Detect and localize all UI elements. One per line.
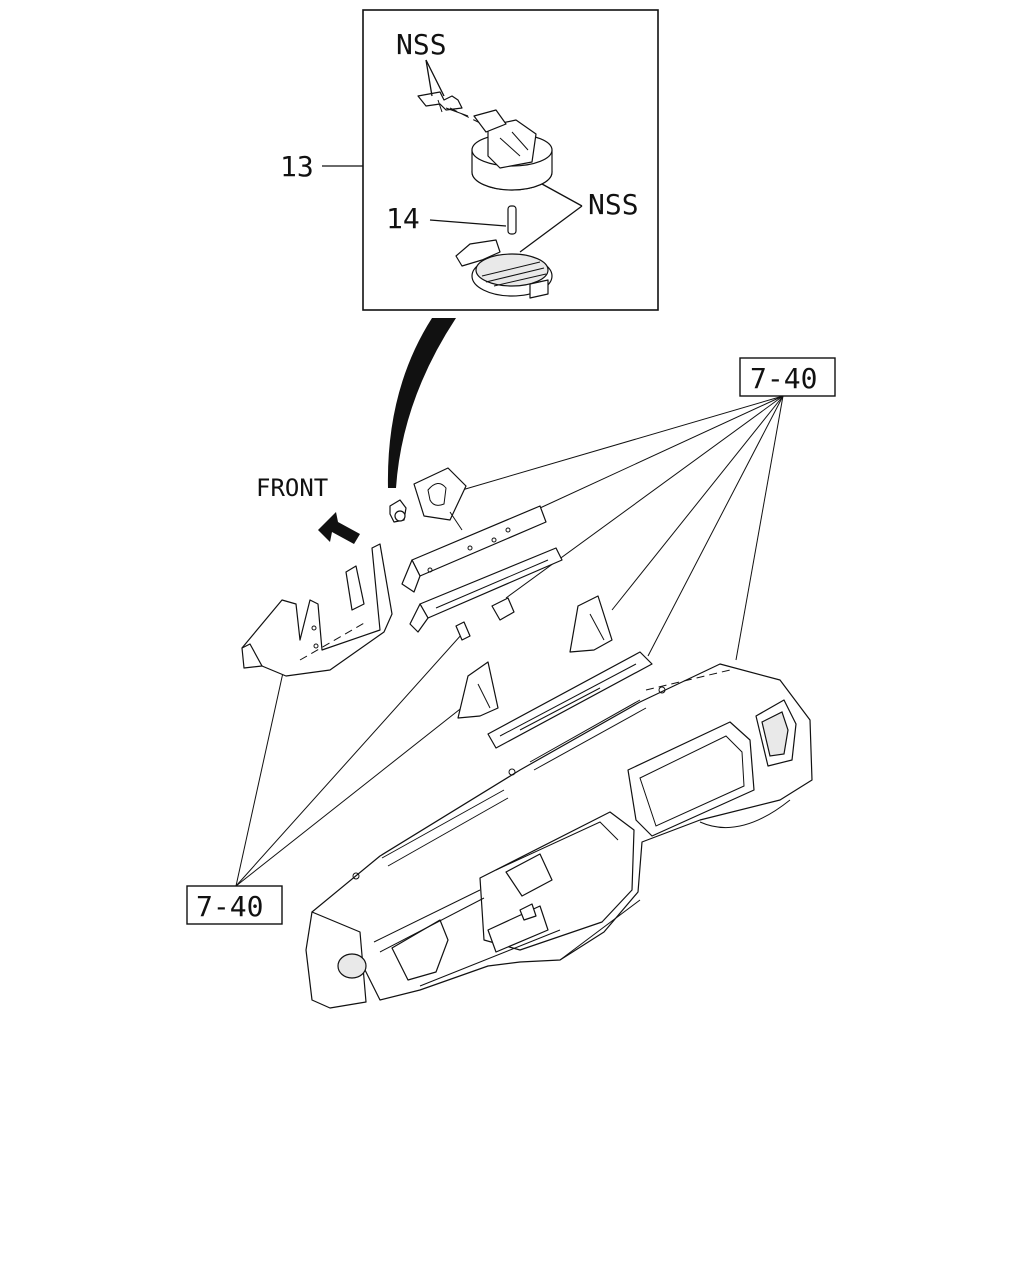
nss-clip-part xyxy=(417,91,483,125)
screw-part xyxy=(455,621,471,641)
svg-text:7-40: 7-40 xyxy=(196,890,263,923)
detail-inset: NSS 14 NSS xyxy=(362,9,659,311)
instrument-panel-part xyxy=(305,663,813,1009)
nut-clip-part xyxy=(491,597,515,621)
vent-bracket-right-part xyxy=(569,595,613,653)
part-14-label: 14 xyxy=(386,202,420,235)
damper-door-part xyxy=(455,239,553,299)
middle-bracket-part xyxy=(409,547,563,633)
ref-box-bottom: 7-40 xyxy=(186,885,283,925)
nss-label-right: NSS xyxy=(588,188,639,221)
nss-label-top: NSS xyxy=(396,28,447,61)
svg-text:7-40: 7-40 xyxy=(750,362,817,395)
left-support-frame-part xyxy=(241,543,393,677)
pin-part-14 xyxy=(507,205,517,235)
ref-bottom-leaders xyxy=(235,633,465,887)
motor-actuator-part xyxy=(471,109,553,191)
slot-plate-part xyxy=(413,467,467,521)
upper-bracket-part xyxy=(401,505,547,593)
arrow-up-left-icon xyxy=(318,512,360,544)
front-label: FRONT xyxy=(256,474,328,502)
defroster-duct-part xyxy=(487,651,653,749)
part-13-label: 13 xyxy=(280,150,314,183)
detail-pointer xyxy=(387,318,456,488)
ref-box-top: 7-40 xyxy=(739,357,836,397)
vent-bracket-left-part xyxy=(457,661,499,719)
clip-part xyxy=(389,499,407,523)
ref-top-leaders xyxy=(461,395,784,661)
